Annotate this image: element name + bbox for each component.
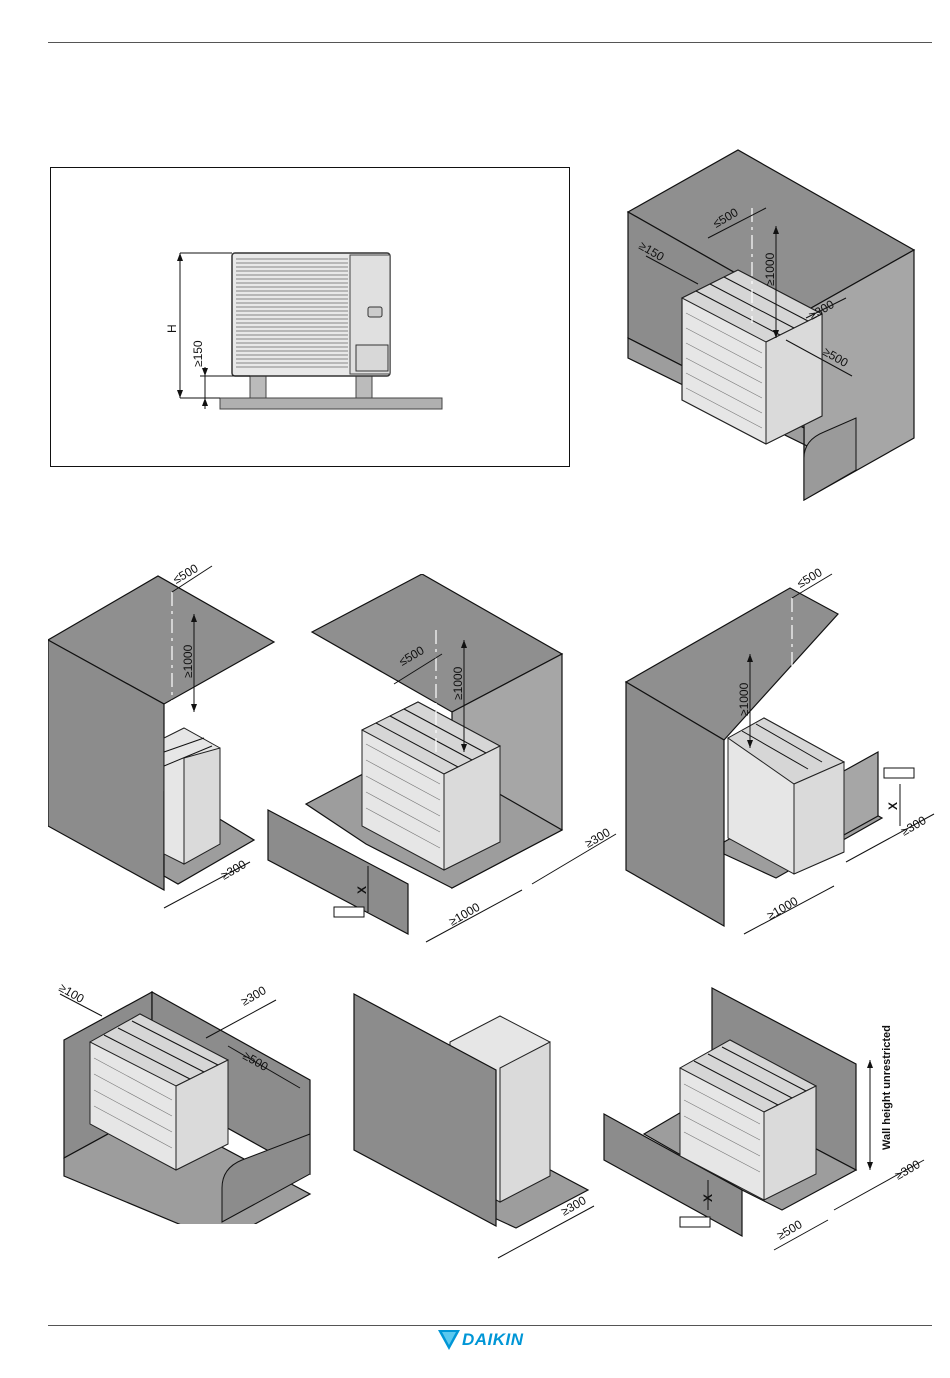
dim-ge500-c: ≥500: [775, 1217, 805, 1243]
figure-enclosure-top-right: ≥1000 ≤500 ≥150 ≥300 ≥500: [626, 148, 916, 503]
dim-ge1000-b: ≥1000: [181, 644, 195, 678]
dim-ge100: ≥100: [57, 984, 87, 1006]
figure-wall-height-unrestricted: Wall height unrestricted ≥300 ≥500 X: [602, 984, 932, 1258]
brand-logo: DAIKIN: [438, 1330, 542, 1352]
dim-ge1000-a: ≥1000: [763, 252, 777, 286]
dim-ge300-c: ≥300: [583, 825, 613, 851]
dim-ge300-g: ≥300: [893, 1157, 923, 1183]
dim-ge1000-c: ≥1000: [451, 666, 465, 700]
figure-overhang-rear-wall: ≥1000 ≤500 ≥300 ≥1000 X: [624, 562, 940, 940]
dim-ge1000-f: ≥1000: [765, 894, 801, 923]
figure-u-enclosure: ≥100 ≥300 ≥500: [56, 984, 318, 1224]
figure-front-wall-overhang: ≥1000 ≤500 ≥300 ≥1000 X: [266, 574, 618, 946]
x-value-box-b: [884, 768, 914, 778]
wall-height-label: Wall height unrestricted: [881, 1025, 893, 1150]
dim-ge300-e: ≥300: [239, 984, 269, 1009]
dim-h: H: [165, 324, 179, 333]
figure-side-wall: ≥300: [350, 990, 610, 1260]
x-value-box-a: [334, 907, 364, 917]
dim-ge300-d: ≥300: [899, 813, 929, 839]
dim-x-c: X: [701, 1194, 715, 1202]
figure-left-wall-overhang: ≥1000 ≤500 ≥300: [48, 562, 278, 922]
x-value-box-c: [680, 1217, 710, 1227]
dim-le500-d: ≤500: [795, 565, 825, 591]
dim-ge1000-d: ≥1000: [447, 900, 483, 929]
footer-rule: [48, 1325, 932, 1326]
daikin-logo-icon: [438, 1330, 460, 1350]
dim-ge150: ≥150: [191, 340, 205, 367]
dim-ge300-b: ≥300: [219, 857, 249, 883]
dim-x-a: X: [355, 886, 369, 894]
dim-x-b: X: [886, 802, 900, 810]
figure-side-view: H ≥150: [50, 167, 570, 467]
brand-name: DAIKIN: [462, 1330, 524, 1350]
header-rule: [48, 42, 932, 43]
dim-ge1000-e: ≥1000: [737, 682, 751, 716]
